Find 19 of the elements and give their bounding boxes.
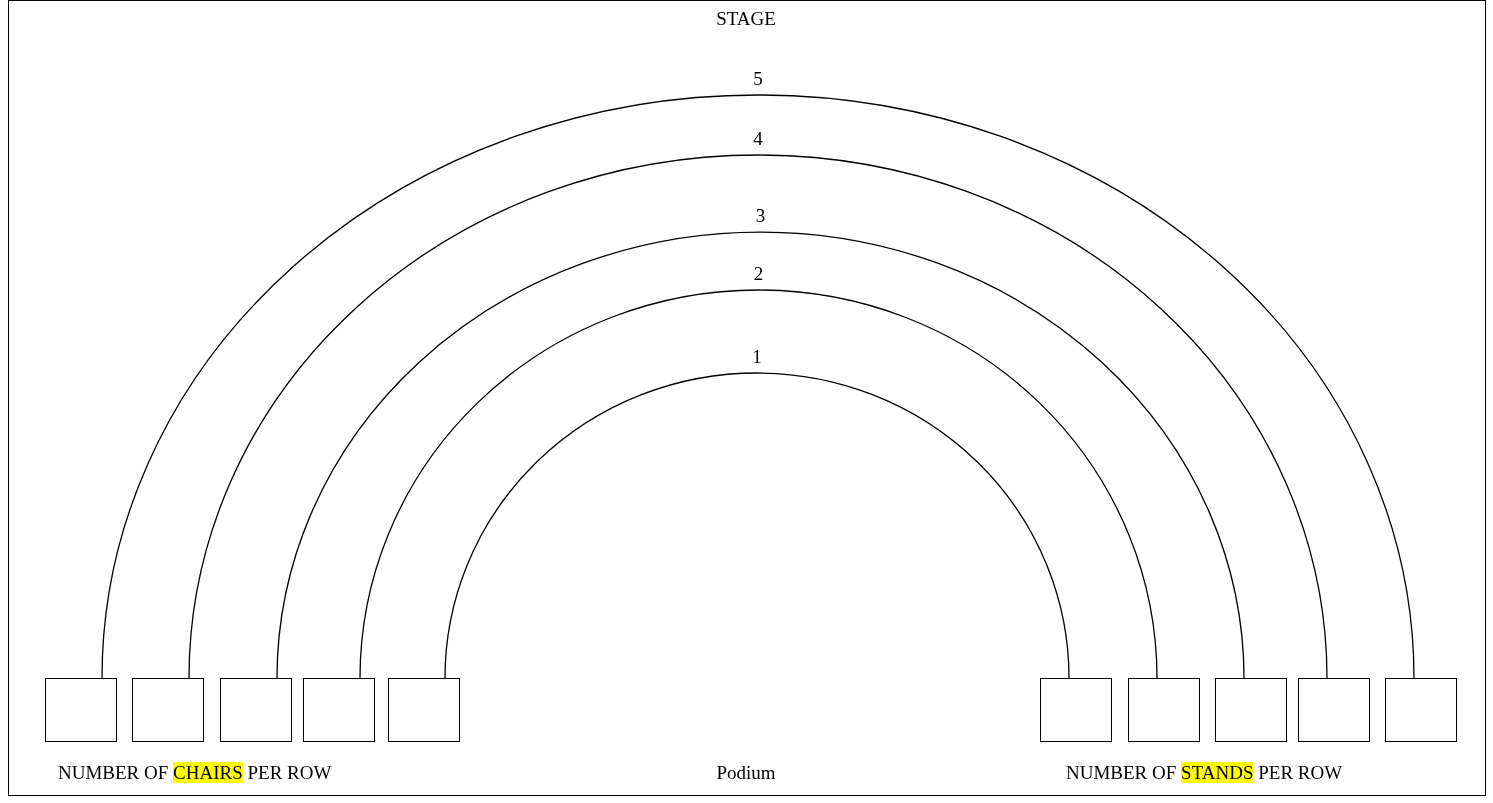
entry-box <box>1215 678 1287 742</box>
row-arc <box>276 232 1245 679</box>
row-arc <box>101 95 1415 679</box>
row-arc <box>359 290 1158 679</box>
entry-box <box>303 678 375 742</box>
entry-box <box>1385 678 1457 742</box>
entry-box <box>132 678 204 742</box>
entry-box <box>1298 678 1370 742</box>
podium-label: Podium <box>716 762 776 784</box>
entry-box <box>1128 678 1200 742</box>
entry-box <box>220 678 292 742</box>
stands-per-row-label: NUMBER OF STANDS PER ROW <box>1066 762 1343 784</box>
chairs-per-row-label: NUMBER OF CHAIRS PER ROW <box>58 762 332 784</box>
entry-box <box>1040 678 1112 742</box>
row-arc <box>444 372 1070 679</box>
entry-box <box>388 678 460 742</box>
entry-box <box>45 678 117 742</box>
stage-label: STAGE <box>716 8 776 30</box>
row-arc <box>188 155 1328 679</box>
